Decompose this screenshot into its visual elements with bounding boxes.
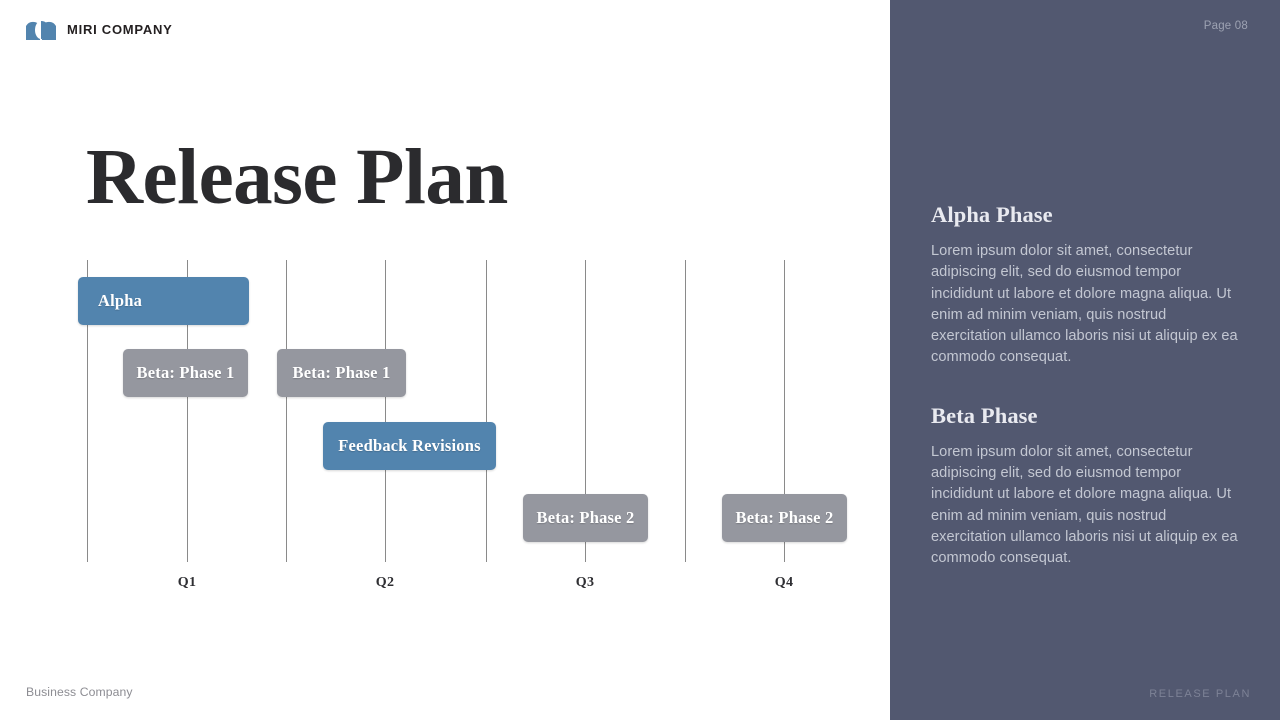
footer-slide-label: RELEASE PLAN [1149, 688, 1251, 700]
gridline [784, 260, 785, 562]
panel-block-beta-phase: Beta Phase Lorem ipsum dolor sit amet, c… [931, 403, 1241, 570]
book-arch-logo-icon [26, 18, 56, 40]
axis-tick-label: Q1 [177, 575, 197, 590]
side-panel-content: Alpha Phase Lorem ipsum dolor sit amet, … [931, 202, 1241, 570]
gantt-bar[interactable]: Beta: Phase 2 [722, 494, 847, 542]
page-number: Page 08 [1203, 20, 1248, 32]
gridline [486, 260, 487, 562]
gantt-bar[interactable]: Beta: Phase 1 [277, 349, 406, 397]
gridline [685, 260, 686, 562]
gridline [187, 260, 188, 562]
axis-tick-label: Q2 [375, 575, 395, 590]
gridline [385, 260, 386, 562]
side-panel: Page 08 Alpha Phase Lorem ipsum dolor si… [890, 0, 1280, 720]
panel-body-beta-phase: Lorem ipsum dolor sit amet, consectetur … [931, 443, 1238, 567]
page-title: Release Plan [86, 134, 508, 221]
gantt-bar[interactable]: Feedback Revisions [323, 422, 496, 470]
panel-heading-alpha-phase: Alpha Phase [931, 202, 1053, 227]
brand-logo[interactable]: MIRI COMPANY [26, 18, 173, 40]
axis-tick-label: Q4 [774, 575, 794, 590]
axis-tick-label: Q3 [575, 575, 595, 590]
gantt-bar[interactable]: Beta: Phase 1 [123, 349, 248, 397]
gridline [87, 260, 88, 562]
gantt-bar[interactable]: Beta: Phase 2 [523, 494, 648, 542]
footer-company: Business Company [26, 685, 133, 699]
brand-name: MIRI COMPANY [67, 21, 173, 37]
gridline [585, 260, 586, 562]
panel-heading-beta-phase: Beta Phase [931, 402, 1038, 428]
panel-block-alpha-phase: Alpha Phase Lorem ipsum dolor sit amet, … [931, 202, 1241, 369]
gantt-bar[interactable]: Alpha [78, 277, 249, 325]
panel-body-alpha-phase: Lorem ipsum dolor sit amet, consectetur … [931, 243, 1238, 366]
gridline [286, 260, 287, 562]
